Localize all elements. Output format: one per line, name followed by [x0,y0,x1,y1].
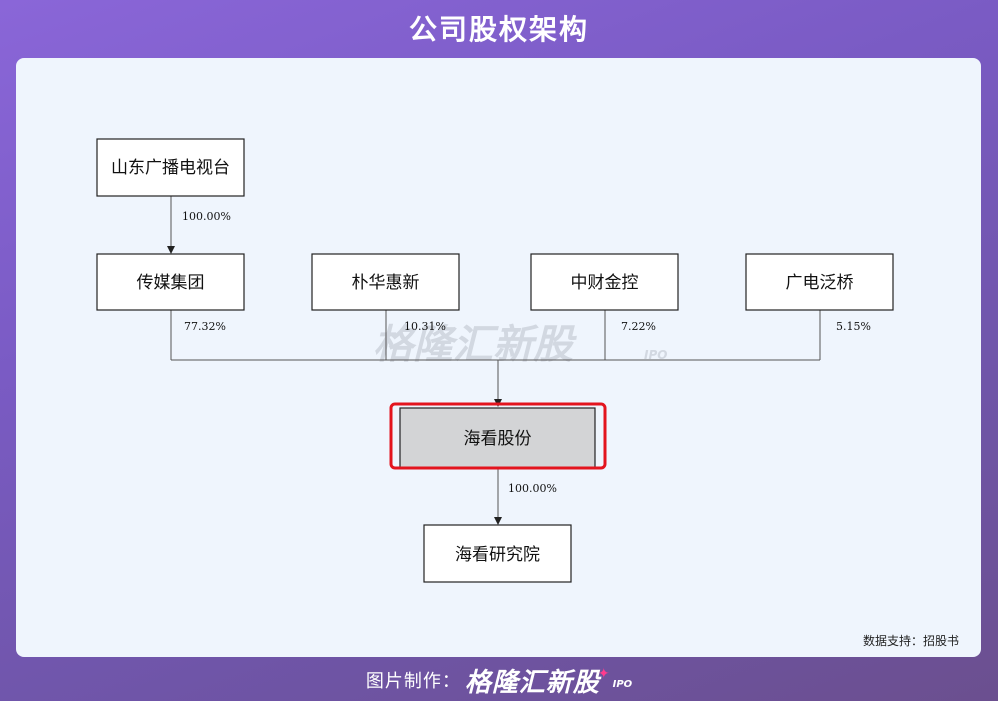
node-label: 海看研究院 [455,545,540,565]
node-zhongcai-jinkong: 中财金控 [530,253,679,311]
brand-logo: 格隆汇新股 [464,667,600,698]
node-haikan-institute: 海看研究院 [423,524,572,583]
node-guangdian-fanqiao: 广电泛桥 [745,253,894,311]
node-media-group: 传媒集团 [96,253,245,311]
node-label: 传媒集团 [137,273,205,293]
pct-gdfq-hkgf: 5.15% [836,320,871,333]
arrow-hkyjy [494,517,502,525]
pct-phhx-hkgf: 10.31% [404,320,446,333]
arrow-cmjt [167,246,175,254]
node-label: 海看股份 [464,429,532,449]
node-label: 山东广播电视台 [111,158,230,178]
footer: 图片制作： 格隆汇新股 ✦ IPO [0,662,998,698]
pct-cmjt-hkgf: 77.32% [184,320,226,333]
data-source-note: 数据支持：招股书 [862,634,959,648]
node-haikan-shares: 海看股份 [389,402,607,470]
highlight-frame [389,402,607,470]
watermark-ipo: IPO [644,348,667,362]
brand-ipo: IPO [612,679,633,690]
diagram-panel: 格隆汇新股 IPO 100.00% 77.32% 10.31% 7.22% 5.… [16,58,981,657]
pct-zcjk-hkgf: 7.22% [621,320,656,333]
node-puhua-huixin: 朴华惠新 [311,253,460,311]
pct-sdgb-cmjt: 100.00% [182,210,231,223]
equity-structure-diagram: 格隆汇新股 IPO 100.00% 77.32% 10.31% 7.22% 5.… [96,138,894,583]
node-label: 广电泛桥 [786,273,854,293]
footer-label: 图片制作： [365,671,461,692]
sparkle-icon: ✦ [597,666,610,682]
pct-hkgf-hkyjy: 100.00% [508,482,557,495]
node-label: 朴华惠新 [352,273,420,293]
page-title: 公司股权架构 [408,13,589,46]
node-shandong-tv: 山东广播电视台 [96,138,245,197]
node-label: 中财金控 [571,273,639,293]
